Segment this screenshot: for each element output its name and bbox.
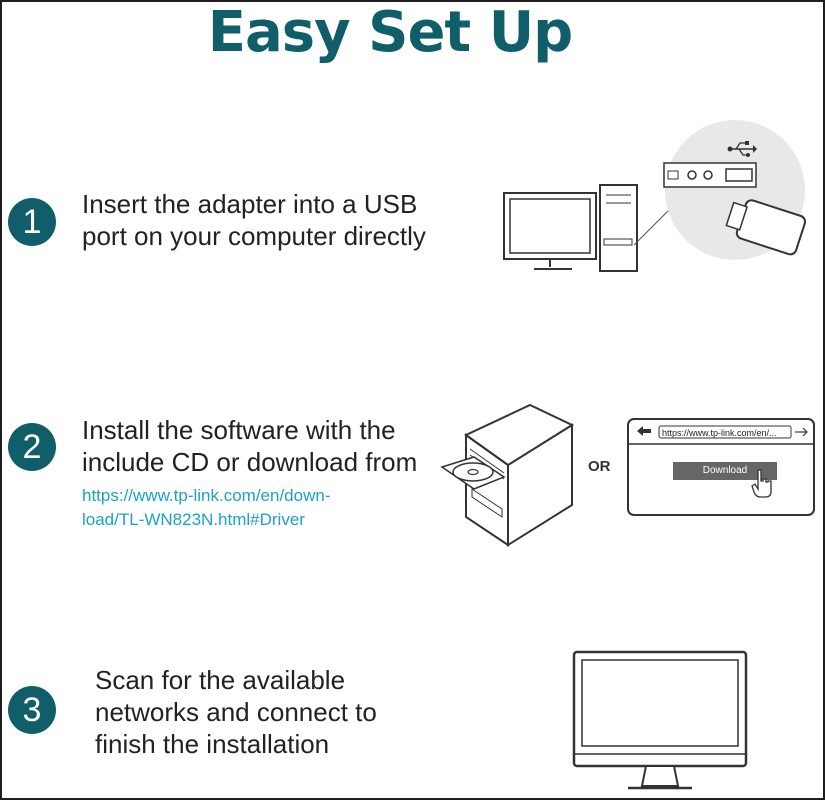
monitor-icon (572, 650, 748, 790)
step-3-line-2: networks and connect to (95, 697, 377, 727)
browser-url-text: https://www.tp-link.com/en/... (662, 428, 777, 438)
usb-symbol-icon (727, 141, 757, 157)
step-1-line-2: port on your computer directly (82, 221, 426, 251)
step-1-text: Insert the adapter into a USB port on yo… (82, 188, 426, 252)
link-line-1: https://www.tp-link.com/en/down- (82, 486, 331, 505)
step-3-badge: 3 (8, 686, 56, 734)
step-2-text: Install the software with the include CD… (82, 414, 417, 478)
browser-download-button[interactable]: Download (702, 465, 748, 476)
step-2-line-1: Install the software with the (82, 415, 396, 445)
driver-download-link[interactable]: https://www.tp-link.com/en/down- load/TL… (82, 484, 330, 532)
cd-drive-tower-icon (440, 403, 575, 547)
step-2-badge: 2 (8, 423, 56, 471)
step-1-badge: 1 (8, 198, 56, 246)
step-3-line-3: finish the installation (95, 729, 330, 759)
page-title: Easy Set Up (207, 0, 574, 65)
computer-tower-icon (503, 120, 807, 272)
step-2-line-2: include CD or download from (82, 447, 418, 477)
step-1-line-1: Insert the adapter into a USB (82, 189, 418, 219)
or-label: OR (588, 458, 611, 475)
step-3-line-1: Scan for the available (95, 665, 346, 695)
link-line-2: load/TL-WN823N.html#Driver (82, 510, 305, 529)
step-3-text: Scan for the available networks and conn… (95, 664, 377, 760)
hand-cursor-icon (751, 469, 772, 498)
